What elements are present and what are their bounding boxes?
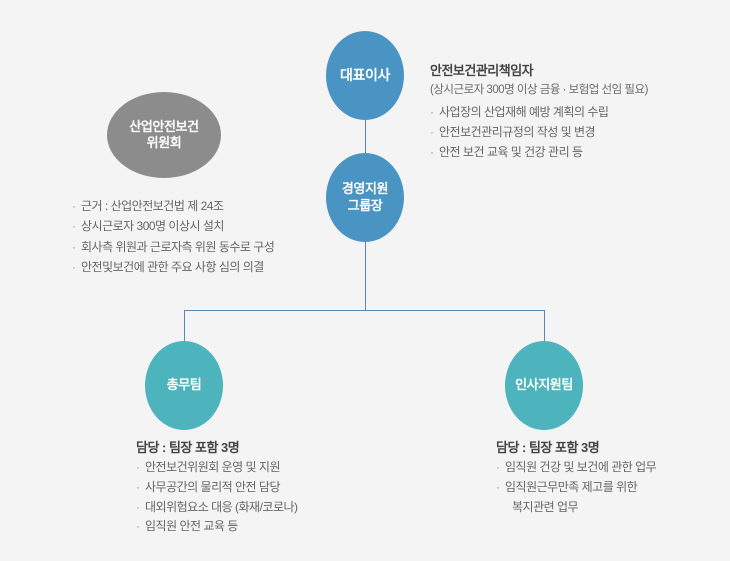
- list-item: 사무공간의 물리적 안전 담당: [136, 478, 298, 498]
- team-hr-support-headcount: 담당 : 팀장 포함 3명: [496, 440, 600, 455]
- list-item: 안전보건위원회 운영 및 지원: [136, 458, 298, 478]
- list-item: 상시근로자 300명 이상시 설치: [72, 216, 274, 237]
- list-item: 임직원 안전 교육 등: [136, 517, 298, 537]
- node-group-head[interactable]: 경영지원 그룹장: [326, 153, 404, 242]
- node-team-general-affairs-label: 총무팀: [166, 377, 202, 393]
- node-group-head-label-line1: 경영지원: [341, 181, 389, 197]
- node-ceo[interactable]: 대표이사: [326, 31, 404, 120]
- list-item: 임직원 건강 및 보건에 관한 업무: [496, 458, 657, 478]
- node-safety-committee[interactable]: 산업안전보건 위원회: [107, 92, 221, 178]
- block-safety-officer: 안전보건관리책임자 (상시근로자 300명 이상 금융 · 보험업 선임 필요)…: [430, 60, 648, 162]
- list-item: 안전보건관리규정의 작성 및 변경: [430, 123, 648, 143]
- node-safety-committee-label: 산업안전보건 위원회: [129, 118, 199, 152]
- block-team-general-affairs-detail: 담당 : 팀장 포함 3명 안전보건위원회 운영 및 지원 사무공간의 물리적 …: [136, 437, 298, 537]
- connector-horizontal-bus: [184, 310, 545, 311]
- connector-group-trunk: [365, 240, 366, 311]
- node-team-hr-support-label: 인사지원팀: [515, 377, 573, 393]
- node-safety-committee-label-line1: 산업안전보건: [129, 118, 199, 134]
- block-team-hr-support-detail: 담당 : 팀장 포함 3명 임직원 건강 및 보건에 관한 업무 임직원근무만족…: [496, 437, 657, 517]
- block-committee-detail: 근거 : 산업안전보건법 제 24조 상시근로자 300명 이상시 설치 회사측…: [72, 196, 275, 278]
- list-item-continuation: 복지관련 업무: [512, 499, 579, 514]
- committee-bullet-list: 근거 : 산업안전보건법 제 24조 상시근로자 300명 이상시 설치 회사측…: [72, 196, 275, 278]
- list-item: 임직원근무만족 제고를 위한: [496, 478, 656, 498]
- team-general-affairs-bullet-list: 안전보건위원회 운영 및 지원 사무공간의 물리적 안전 담당 대외위험요소 대…: [136, 458, 298, 537]
- safety-officer-title: 안전보건관리책임자: [430, 63, 534, 78]
- safety-officer-subtitle: (상시근로자 300명 이상 금융 · 보험업 선임 필요): [430, 84, 648, 96]
- node-group-head-label-line2: 그룹장: [347, 197, 383, 213]
- node-group-head-label: 경영지원 그룹장: [341, 181, 389, 214]
- list-item: 사업장의 산업재해 예방 계획의 수립: [430, 103, 648, 123]
- list-item: 안전 보건 교육 및 건강 관리 등: [430, 143, 648, 163]
- safety-officer-bullet-list: 사업장의 산업재해 예방 계획의 수립 안전보건관리규정의 작성 및 변경 안전…: [430, 103, 648, 162]
- team-general-affairs-headcount: 담당 : 팀장 포함 3명: [136, 440, 240, 455]
- node-team-hr-support[interactable]: 인사지원팀: [505, 341, 583, 430]
- connector-drop-left: [184, 310, 185, 346]
- list-item: 회사측 위원과 근로자측 위원 동수로 구성: [72, 237, 275, 258]
- node-ceo-label: 대표이사: [340, 66, 390, 83]
- list-item: 안전및보건에 관한 주요 사항 심의 의결: [72, 257, 274, 278]
- node-team-general-affairs[interactable]: 총무팀: [145, 341, 223, 430]
- connector-drop-right: [544, 310, 545, 346]
- list-item: 대외위험요소 대응 (화재/코로나): [136, 498, 298, 518]
- node-safety-committee-label-line2: 위원회: [146, 135, 182, 150]
- team-hr-support-bullet-list: 임직원 건강 및 보건에 관한 업무 임직원근무만족 제고를 위한 복지관련 업…: [496, 458, 657, 517]
- list-item: 근거 : 산업안전보건법 제 24조: [72, 196, 274, 217]
- connector-ceo-to-group: [365, 118, 366, 156]
